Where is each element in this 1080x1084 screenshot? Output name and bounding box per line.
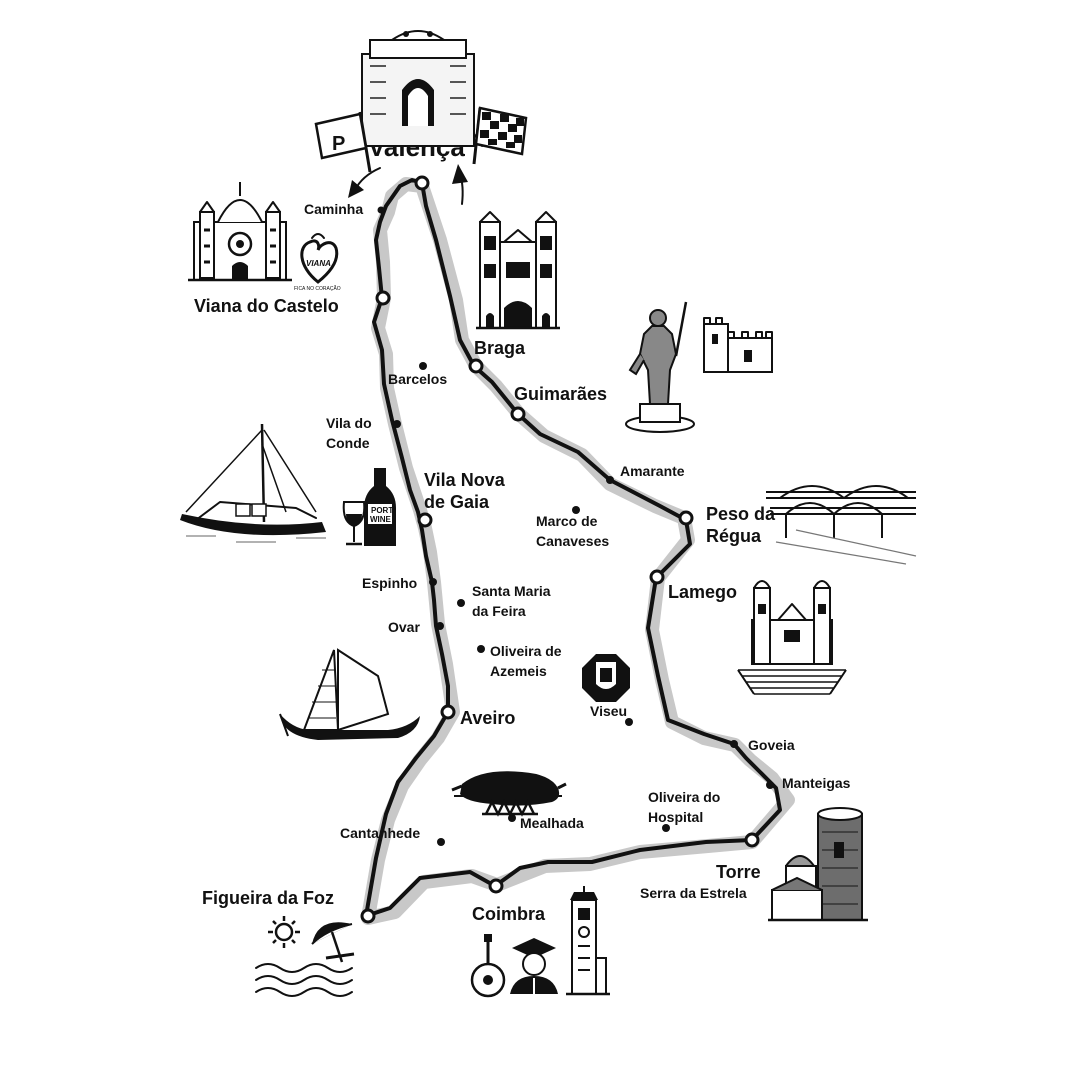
stop-markers (360, 175, 774, 924)
stop-valenca[interactable] (414, 175, 430, 191)
stop-lamego[interactable] (649, 569, 665, 585)
label-torre: Torre (716, 862, 761, 882)
label-espinho: Espinho (362, 575, 417, 591)
label-barcelos: Barcelos (388, 371, 447, 387)
label-figueira: Figueira da Foz (202, 888, 334, 908)
viana-heart-icon: VIANA FICA NO CORAÇÃO (294, 233, 341, 292)
svg-text:PORT: PORT (371, 506, 393, 515)
label-lamego: Lamego (668, 582, 737, 602)
label-braga: Braga (474, 338, 526, 358)
label-marco-2: Canaveses (536, 533, 609, 549)
moliceiro-boat-icon (279, 648, 420, 740)
guitar-icon (470, 934, 506, 998)
stop-amarante[interactable] (606, 476, 614, 484)
label-regua-1: Peso da (706, 504, 776, 524)
stop-vila-do-conde[interactable] (393, 420, 401, 428)
label-guimaraes: Guimarães (514, 384, 607, 404)
label-azemeis-1: Oliveira de (490, 643, 562, 659)
svg-text:FICA NO CORAÇÃO: FICA NO CORAÇÃO (294, 285, 341, 292)
label-coimbra: Coimbra (472, 904, 546, 924)
stop-manteigas[interactable] (766, 781, 774, 789)
label-hospital-2: Hospital (648, 809, 703, 825)
stop-figueira[interactable] (360, 908, 376, 924)
label-feira-1: Santa Maria (472, 583, 551, 599)
stop-gaia[interactable] (417, 512, 433, 528)
label-caminha: Caminha (304, 201, 363, 217)
label-gaia-1: Vila Nova (424, 470, 506, 490)
rabelo-boat-icon (180, 423, 326, 543)
route-shadow (361, 177, 795, 925)
label-regua-2: Régua (706, 526, 762, 546)
labels: Caminha Viana do Castelo Braga Guimarães… (194, 201, 851, 924)
fortress-gate-icon (353, 30, 483, 147)
stop-viseu[interactable] (625, 718, 633, 726)
label-vila-do-conde-2: Conde (326, 435, 370, 451)
label-azemeis-2: Azemeis (490, 663, 547, 679)
stop-hospital[interactable] (662, 824, 670, 832)
torre-tower-icon (768, 807, 868, 922)
braga-church-icon (476, 211, 560, 330)
beach-umbrella-icon (311, 922, 355, 963)
label-vila-do-conde-1: Vila do (326, 415, 372, 431)
stop-feira[interactable] (457, 599, 465, 607)
stop-ovar[interactable] (436, 622, 444, 630)
start-flag-icon: P (314, 111, 372, 173)
label-mealhada: Mealhada (520, 815, 584, 831)
label-ovar: Ovar (388, 619, 420, 635)
suckling-pig-icon (451, 771, 567, 817)
label-marco-1: Marco de (536, 513, 598, 529)
wine-glass-icon (342, 501, 366, 546)
king-statue-icon (625, 301, 695, 433)
arrow-right-head (452, 164, 468, 184)
stop-caminha[interactable] (377, 206, 385, 214)
stop-espinho[interactable] (429, 578, 437, 586)
label-serra: Serra da Estrela (640, 885, 747, 901)
stop-marco[interactable] (572, 506, 580, 514)
sun-icon (268, 916, 300, 948)
stop-cantanhede[interactable] (437, 838, 445, 846)
label-goveia: Goveia (748, 737, 795, 753)
label-manteigas: Manteigas (782, 775, 851, 791)
stop-aveiro[interactable] (440, 704, 456, 720)
label-hospital-1: Oliveira do (648, 789, 720, 805)
regua-bridge-icon (766, 485, 917, 565)
route-line (364, 178, 782, 918)
label-amarante: Amarante (620, 463, 685, 479)
route (361, 177, 795, 925)
lamego-sanctuary-icon (737, 580, 847, 695)
stop-braga[interactable] (468, 358, 484, 374)
arrow-left-head (348, 180, 364, 198)
svg-text:VIANA: VIANA (306, 259, 331, 268)
label-viseu: Viseu (590, 703, 627, 719)
stop-coimbra[interactable] (488, 878, 504, 894)
basilica-icon (188, 182, 292, 282)
label-cantanhede: Cantanhede (340, 825, 420, 841)
direction-arrows (348, 164, 468, 205)
stop-regua[interactable] (678, 510, 694, 526)
finish-flag-icon (472, 106, 528, 165)
svg-text:WINE: WINE (370, 515, 392, 524)
label-viana: Viana do Castelo (194, 296, 339, 316)
stop-guimaraes[interactable] (510, 406, 526, 422)
viseu-shield-icon (582, 654, 630, 702)
castle-icon (703, 317, 773, 373)
waves-icon (255, 963, 353, 997)
stop-torre[interactable] (744, 832, 760, 848)
port-wine-bottle-icon: PORT WINE (364, 468, 396, 546)
label-gaia-2: de Gaia (424, 492, 490, 512)
label-aveiro: Aveiro (460, 708, 515, 728)
svg-text:P: P (332, 133, 345, 155)
stop-viana[interactable] (375, 290, 391, 306)
stop-azemeis[interactable] (477, 645, 485, 653)
university-tower-icon (566, 886, 610, 996)
stop-goveia[interactable] (730, 740, 738, 748)
stop-barcelos[interactable] (419, 362, 427, 370)
label-feira-2: da Feira (472, 603, 526, 619)
graduate-icon (510, 938, 558, 994)
